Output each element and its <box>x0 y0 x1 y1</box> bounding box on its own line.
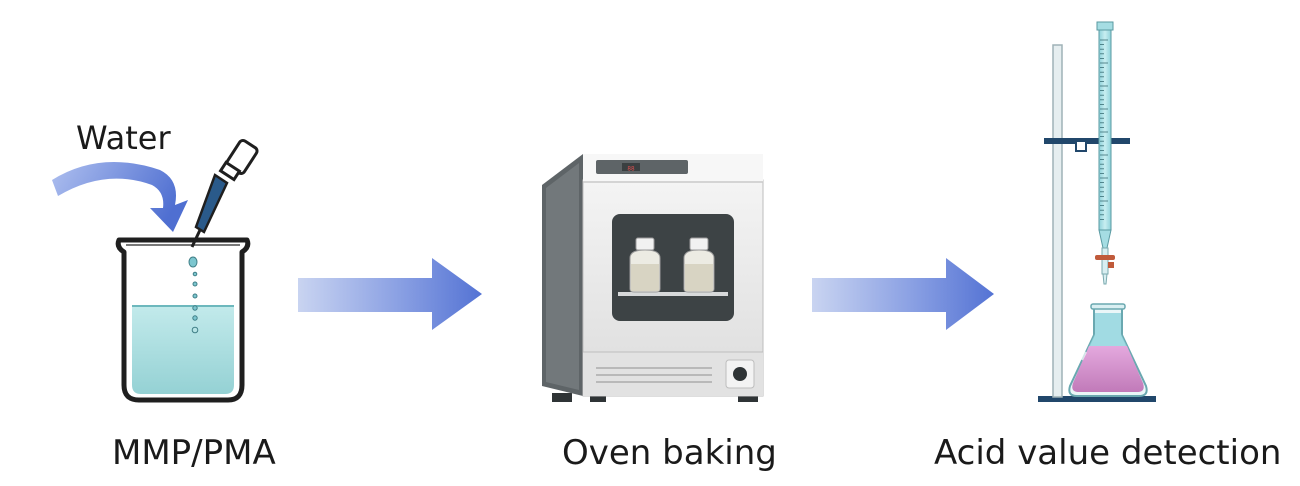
flow-arrow-1 <box>298 258 482 330</box>
step-2-label: Oven baking <box>562 433 777 473</box>
sample-bottle <box>629 237 661 293</box>
water-label: Water <box>76 119 171 157</box>
flow-arrow-2 <box>812 258 994 330</box>
sample-bottle <box>683 237 715 293</box>
burette <box>1095 21 1115 285</box>
oven-vent <box>596 367 712 383</box>
beaker-illustration <box>52 139 259 403</box>
oven-display-text: 88 <box>627 166 635 173</box>
water-arrow <box>52 162 188 232</box>
stand-base <box>1038 396 1156 402</box>
step-1-label: MMP/PMA <box>112 433 276 473</box>
oven-illustration: 88 <box>542 154 764 402</box>
erlenmeyer-flask <box>1068 303 1148 397</box>
step-3-label: Acid value detection <box>934 433 1282 473</box>
stand-rod <box>1052 44 1063 398</box>
pipette <box>190 139 259 248</box>
water-drops <box>188 256 199 334</box>
oven-knob <box>733 367 747 381</box>
oven-display <box>622 163 640 171</box>
titration-illustration <box>1038 21 1156 402</box>
beaker-water <box>132 306 234 394</box>
beaker <box>115 237 251 403</box>
